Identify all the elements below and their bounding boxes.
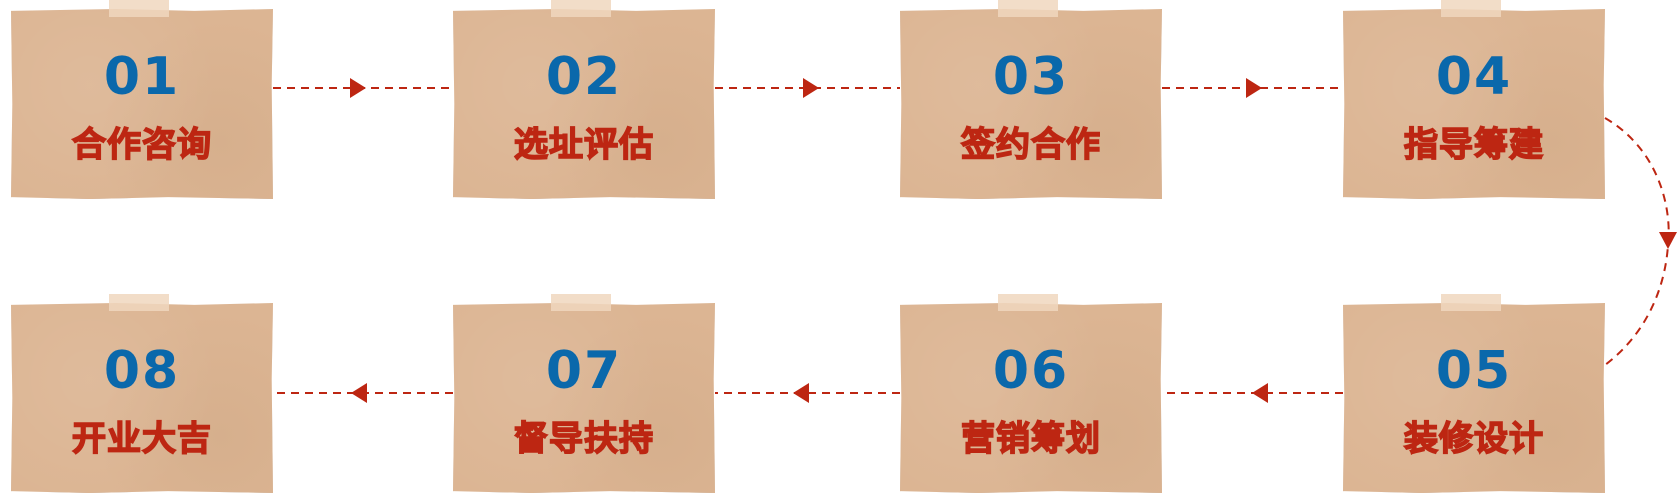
step-label: 签约合作	[960, 124, 1101, 166]
tape-decoration	[109, 0, 169, 17]
step-number: 08	[103, 341, 181, 401]
arrow-right-icon	[1246, 78, 1262, 98]
arrow-left-icon	[1252, 383, 1268, 403]
step-card-06: 06 营销筹划	[900, 303, 1162, 493]
connector-4-5	[1604, 117, 1670, 366]
step-label: 营销筹划	[960, 418, 1101, 460]
step-number: 02	[545, 47, 623, 107]
step-number: 05	[1435, 341, 1513, 401]
tape-decoration	[1441, 294, 1501, 311]
step-number: 06	[992, 341, 1070, 401]
step-label: 开业大吉	[71, 418, 212, 460]
step-card-04: 04 指导筹建	[1343, 9, 1605, 199]
step-label: 督导扶持	[513, 418, 654, 460]
step-card-01: 01 合作咨询	[11, 9, 273, 199]
step-card-08: 08 开业大吉	[11, 303, 273, 493]
step-number: 07	[545, 341, 623, 401]
step-card-02: 02 选址评估	[453, 9, 715, 199]
step-label: 合作咨询	[71, 124, 212, 166]
arrow-right-icon	[350, 78, 366, 98]
tape-decoration	[998, 294, 1058, 311]
arrow-down-icon	[1659, 232, 1677, 249]
step-card-07: 07 督导扶持	[453, 303, 715, 493]
arrow-left-icon	[351, 383, 367, 403]
step-label: 选址评估	[513, 124, 654, 166]
tape-decoration	[1441, 0, 1501, 17]
arrow-left-icon	[793, 383, 809, 403]
step-card-05: 05 装修设计	[1343, 303, 1605, 493]
step-label: 装修设计	[1403, 418, 1544, 460]
step-number: 04	[1435, 47, 1513, 107]
arrow-right-icon	[803, 78, 819, 98]
tape-decoration	[551, 294, 611, 311]
step-number: 03	[992, 47, 1070, 107]
step-number: 01	[103, 47, 181, 107]
tape-decoration	[551, 0, 611, 17]
tape-decoration	[998, 0, 1058, 17]
step-card-03: 03 签约合作	[900, 9, 1162, 199]
tape-decoration	[109, 294, 169, 311]
step-label: 指导筹建	[1403, 124, 1544, 166]
